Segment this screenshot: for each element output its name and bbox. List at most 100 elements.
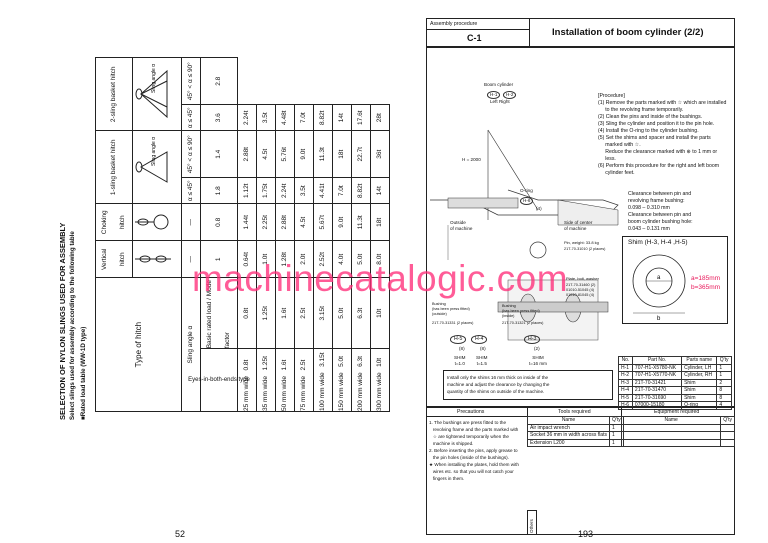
mode-factor-4: 3.6 — [200, 104, 238, 131]
sling-width-cell: 35 mm wide 1.25t — [256, 348, 276, 412]
page-title: Installation of boom cylinder (2/2) — [552, 27, 704, 38]
watermark-text: machinecatalogic.com — [192, 258, 569, 299]
left-page: SELECTION OF NYLON SLINGS USED FOR ASSEM… — [58, 57, 390, 539]
type-of-hitch-header: Type of hitch — [95, 277, 182, 412]
shim-detail-label: Shim (H-3, H-4 ,H-5) — [628, 239, 688, 246]
mode-factor-2: 1.8 — [200, 177, 238, 204]
sling-line-right — [487, 129, 539, 211]
h5-qty: (8) — [459, 346, 465, 351]
mode-factor-1: 0.8 — [200, 203, 238, 241]
hitch-header-2sling: 2-sling basket hitch — [95, 57, 133, 131]
h1-callout: H-1 — [487, 91, 501, 99]
h3-qty: (2) — [534, 346, 540, 351]
sling-width: 35 mm wide — [262, 375, 269, 411]
h4-qty: (8) — [480, 346, 486, 351]
sling-load-cell: 11.3t — [351, 203, 371, 241]
sling-load-cell: 7.0t — [294, 104, 314, 131]
sling-load-cell: 4.48t — [275, 104, 295, 131]
shim1-label: SHIM t=1.0 — [454, 355, 466, 366]
equip-qty-header: Q'ty — [720, 416, 735, 425]
sling-load-cell: 14t — [332, 104, 352, 131]
pin-weight-label: Pin, weight: 33.8 kg — [564, 240, 599, 245]
h5-callout: H-5 — [450, 335, 467, 344]
vertical-hitch-icon — [135, 255, 171, 263]
sling-basic-load: 2.5t — [300, 359, 307, 371]
sling-width: 300 mm wide — [376, 372, 383, 411]
sling-load-cell: 8.82t — [351, 177, 371, 204]
precaution-line: machine is shipped. — [429, 441, 474, 446]
bushing-outside-part: 21T-70-31331 (2 places) — [432, 321, 474, 325]
parts-cell: 1 — [716, 371, 732, 380]
precautions-list: 1. The bushings are press fitted to the … — [429, 419, 519, 482]
o-ring-shape — [529, 241, 547, 259]
others-box: Others — [527, 510, 537, 535]
sling-load-cell: 4.41t — [313, 177, 333, 204]
angle-col-1: — — [181, 203, 201, 241]
sling-width-cell: 50 mm wide 1.6t — [275, 348, 295, 412]
eyes-label: Eyes-in-both-ends type — [188, 348, 250, 412]
sling-load-cell: 1.12t — [237, 177, 257, 204]
tools-name-header: Name — [527, 416, 610, 425]
vertical-hitch-illustration — [132, 240, 182, 278]
precaution-line: revolving frame and the parts marked wit… — [429, 427, 519, 432]
procedure-step: (5) Set the shims and spacer and install… — [598, 135, 711, 141]
procedure-step: (4) Install the O-ring to the cylinder b… — [598, 128, 699, 134]
outside-label: Outside of machine — [450, 220, 473, 231]
h4-callout: H-4 — [471, 335, 488, 344]
sling-load-cell: 1.44t — [237, 203, 257, 241]
parts-cell: 8 — [716, 393, 732, 402]
shim-a-text: a — [657, 275, 661, 281]
sling-width: 100 mm wide — [319, 372, 326, 411]
precaution-line: fingers in them. — [429, 476, 465, 481]
h3-callout: H-3 — [524, 335, 541, 344]
angle-col-2: α ≤ 45° — [181, 177, 201, 204]
sling-load-cell: 3.5t — [294, 177, 314, 204]
sling-load-cell: 7.0t — [332, 177, 352, 204]
2sling-angle-text: Sling angle α — [151, 64, 157, 93]
clearance-line: boom cylinder bushing hole: — [628, 219, 693, 225]
precaution-line: wires etc. so that you will not catch yo… — [429, 469, 514, 474]
procedure-step: to the revolving frame temporarily. — [598, 107, 684, 113]
angle-col-4: α ≤ 45° — [181, 104, 201, 131]
sling-basic-load: 3.15t — [319, 352, 326, 367]
parts-header-cell: Part No. — [631, 356, 683, 365]
tools-cell: Air impact wrench — [527, 423, 610, 432]
mode-factor-3: 1.4 — [200, 130, 238, 178]
sling-load-cell: 4.5t — [294, 203, 314, 241]
parts-cell: 4 — [716, 401, 732, 410]
sling-width-cell: 200 mm wide 6.3t — [351, 348, 371, 412]
bushing-inside-part: 21T-70-31321 (2 places) — [502, 321, 544, 325]
shim-note-box: Install only the shims 16 mm thick on in… — [443, 370, 613, 400]
precaution-line: 1. The bushings are press fitted to the — [429, 420, 507, 425]
pin-shape — [497, 301, 609, 313]
1sling-basket-illustration: Sling angle α — [132, 130, 182, 204]
others-label: Others — [529, 519, 534, 533]
o-ring-label: O-ring — [520, 188, 533, 193]
parts-cell: H-2 — [618, 371, 633, 380]
shim3-label: SHIM t=16 mm — [529, 355, 547, 366]
hitch-header-1sling: 1-sling basket hitch — [95, 130, 133, 204]
parts-cell: 707-H1-X5780-NK — [631, 363, 683, 372]
assembly-procedure-label: Assembly procedure — [430, 21, 478, 27]
height-label: H = 2000 — [462, 157, 481, 162]
sling-width: 50 mm wide — [281, 375, 288, 411]
procedure-step: (6) Perform this procedure for the right… — [598, 163, 720, 169]
rated-load-label: ■Rated load table (WW-1D type) — [80, 326, 87, 420]
shim-note: Install only the shims 16 mm thick on in… — [447, 375, 550, 394]
shim-ring-diagram: a b — [632, 254, 686, 321]
pin-part-label: 21T-70-31010 (2 places) — [564, 247, 606, 251]
sling-load-cell: 2.24t — [275, 177, 295, 204]
parts-cell: Cylinder, RH — [681, 371, 718, 380]
parts-header-cell: Q'ty — [716, 356, 732, 365]
sling-load-cell: 3.5t — [256, 104, 276, 131]
sling-width: 75 mm wide — [300, 375, 307, 411]
